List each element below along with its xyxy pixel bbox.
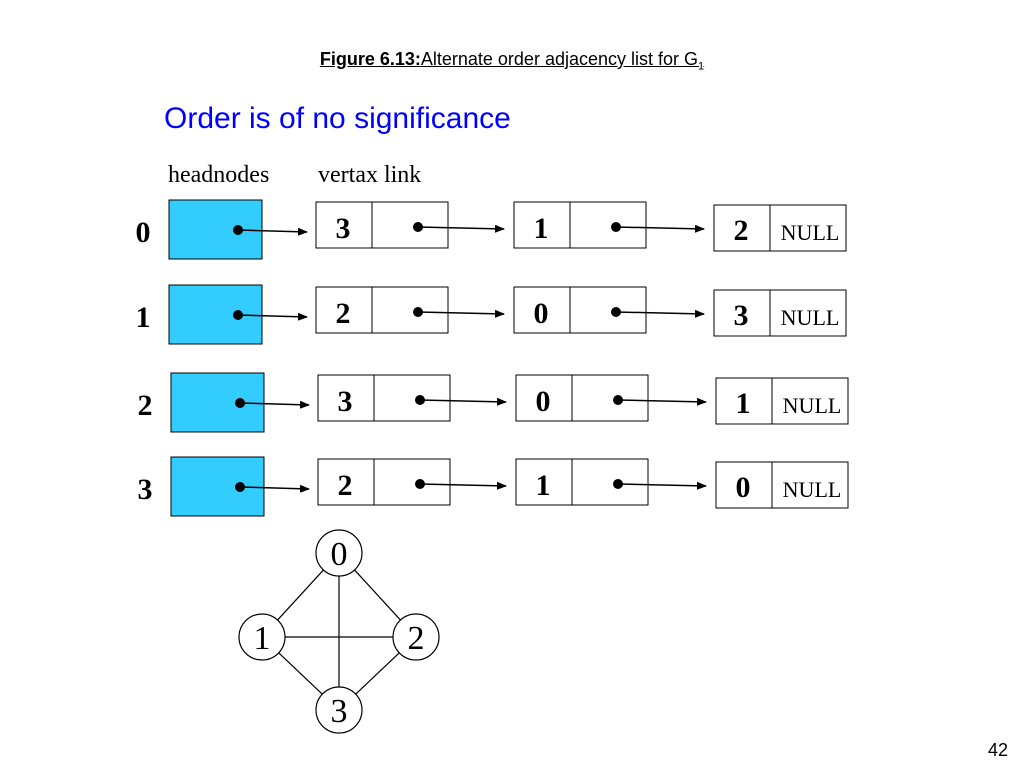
list-node-box bbox=[715, 461, 849, 509]
link-arrow bbox=[419, 481, 507, 490]
list-node-box bbox=[713, 204, 847, 252]
list-node-box bbox=[513, 201, 647, 249]
vertex-value: 0 bbox=[536, 385, 551, 418]
list-row: 3 2 1 0 NULL bbox=[138, 456, 849, 517]
row-label: 0 bbox=[136, 216, 151, 249]
graph-edges bbox=[277, 569, 401, 695]
vertex-value: 2 bbox=[734, 214, 749, 247]
link-arrow bbox=[615, 224, 705, 233]
vertex-value: 3 bbox=[338, 385, 353, 418]
vertex-circle bbox=[315, 686, 363, 734]
vertex-value: 1 bbox=[534, 212, 549, 245]
vertex-value: 3 bbox=[336, 212, 351, 245]
caption-subscript: 1 bbox=[698, 60, 705, 73]
link-arrow bbox=[237, 312, 308, 321]
list-row: 2 3 0 1 NULL bbox=[138, 372, 849, 433]
graph-edge bbox=[354, 569, 401, 621]
vertex-value: 0 bbox=[534, 297, 549, 330]
vertex-label: 0 bbox=[331, 536, 348, 573]
null-label: NULL bbox=[783, 477, 842, 502]
vertex-circle bbox=[238, 613, 286, 661]
list-row: 1 2 0 3 NULL bbox=[136, 284, 847, 345]
null-label: NULL bbox=[781, 305, 840, 330]
null-label: NULL bbox=[781, 220, 840, 245]
headnodes-header: headnodes bbox=[168, 162, 270, 188]
vertex-value: 3 bbox=[734, 299, 749, 332]
graph-edge bbox=[278, 652, 323, 695]
list-node-box bbox=[317, 374, 451, 422]
page-number: 42 bbox=[988, 740, 1009, 760]
link-arrow bbox=[419, 397, 507, 406]
vertex-label: 1 bbox=[254, 620, 271, 657]
caption-label: Figure 6.13: bbox=[319, 49, 421, 69]
row-label: 2 bbox=[138, 389, 153, 422]
graph-edge bbox=[355, 652, 400, 695]
graph-vertex: 3 bbox=[315, 686, 363, 734]
caption-text: Alternate order adjacency list for G bbox=[420, 49, 699, 69]
vertex-value: 2 bbox=[338, 469, 353, 502]
list-row: 0 3 1 2 NULL bbox=[136, 199, 847, 260]
graph-edge bbox=[277, 569, 324, 621]
list-node-box bbox=[317, 458, 451, 506]
vertex-value: 2 bbox=[336, 297, 351, 330]
link-arrow bbox=[237, 227, 308, 236]
vertex-label: 3 bbox=[331, 693, 348, 730]
caption-line: Figure 6.13:Alternate order adjacency li… bbox=[319, 49, 704, 73]
vertex-value: 1 bbox=[736, 387, 751, 420]
headnode-box bbox=[168, 199, 263, 260]
graph-vertex: 1 bbox=[238, 613, 286, 661]
link-arrow bbox=[615, 309, 705, 318]
vertex-label: 2 bbox=[408, 620, 425, 657]
list-node-box bbox=[713, 289, 847, 337]
vertex-circle bbox=[392, 613, 440, 661]
link-arrow bbox=[239, 484, 310, 493]
headnode-box bbox=[170, 372, 265, 433]
list-node-box bbox=[513, 286, 647, 334]
list-node-box bbox=[515, 374, 649, 422]
list-node-box bbox=[315, 201, 449, 249]
vertex-value: 0 bbox=[736, 471, 751, 504]
headnode-box bbox=[170, 456, 265, 517]
null-label: NULL bbox=[783, 393, 842, 418]
link-arrow bbox=[417, 309, 505, 318]
vertex-circle bbox=[315, 529, 363, 577]
slide-subtitle: Order is of no significance bbox=[164, 102, 511, 135]
vertex-link-header: vertax link bbox=[318, 162, 422, 188]
figure-caption: Figure 6.13:Alternate order adjacency li… bbox=[0, 49, 1024, 73]
graph-vertex: 2 bbox=[392, 613, 440, 661]
link-arrow bbox=[617, 397, 707, 406]
vertex-value: 1 bbox=[536, 469, 551, 502]
list-node-box bbox=[715, 377, 849, 425]
link-arrow bbox=[239, 400, 310, 409]
graph-vertex: 0 bbox=[315, 529, 363, 577]
row-label: 3 bbox=[138, 473, 153, 506]
list-node-box bbox=[515, 458, 649, 506]
headnode-box bbox=[168, 284, 263, 345]
row-label: 1 bbox=[136, 301, 151, 334]
link-arrow bbox=[417, 224, 505, 233]
link-arrow bbox=[617, 481, 707, 490]
list-node-box bbox=[315, 286, 449, 334]
